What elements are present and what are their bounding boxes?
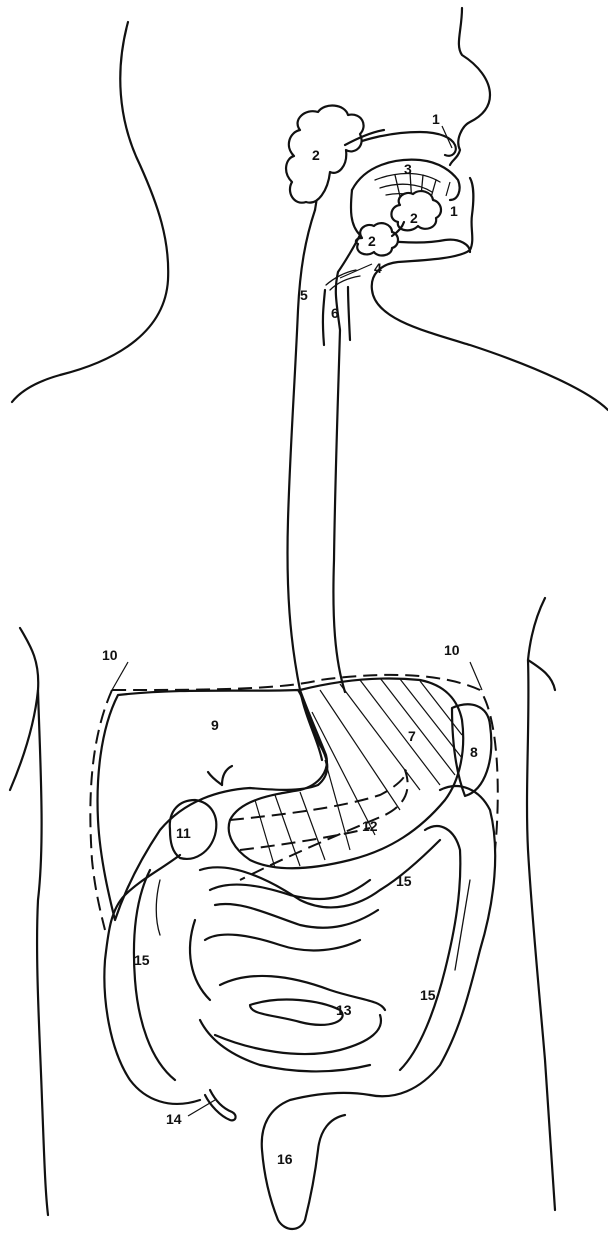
label-colon-descending: 15 (420, 987, 436, 1003)
number-labels: 1 1 2 2 2 3 4 5 6 7 8 9 10 10 11 12 13 1… (102, 111, 478, 1167)
label-stomach: 7 (408, 728, 416, 744)
label-colon-transverse: 15 (396, 873, 412, 889)
body-outline-upper (12, 8, 608, 410)
colon (104, 786, 495, 1104)
label-trachea: 6 (331, 305, 339, 321)
label-parotid-gland: 2 (312, 147, 320, 163)
small-intestine (190, 880, 385, 1071)
label-gallbladder: 11 (176, 825, 191, 841)
label-colon-ascending: 15 (134, 952, 150, 968)
label-spleen: 8 (470, 744, 478, 760)
label-tongue: 3 (404, 161, 412, 177)
label-submandibular-gland: 2 (368, 233, 376, 249)
label-sublingual-gland: 2 (410, 210, 418, 226)
label-esophagus: 5 (300, 287, 308, 303)
label-liver: 9 (211, 717, 219, 733)
stomach-outline (229, 678, 464, 868)
submandibular-gland-shape (356, 223, 398, 255)
pancreas-duct (240, 828, 370, 850)
label-rectum: 16 (277, 1151, 293, 1167)
label-diaphragm-right: 10 (444, 642, 460, 658)
label-pancreas: 12 (362, 818, 378, 834)
stomach-hatching (255, 678, 462, 868)
label-mouth-upper: 1 (432, 111, 440, 127)
label-mouth-lower: 1 (450, 203, 458, 219)
label-appendix: 14 (166, 1111, 182, 1127)
appendix-outline (205, 1090, 236, 1120)
label-epiglottis: 4 (374, 260, 382, 276)
label-diaphragm-left: 10 (102, 647, 118, 663)
label-small-intestine: 13 (336, 1002, 352, 1018)
